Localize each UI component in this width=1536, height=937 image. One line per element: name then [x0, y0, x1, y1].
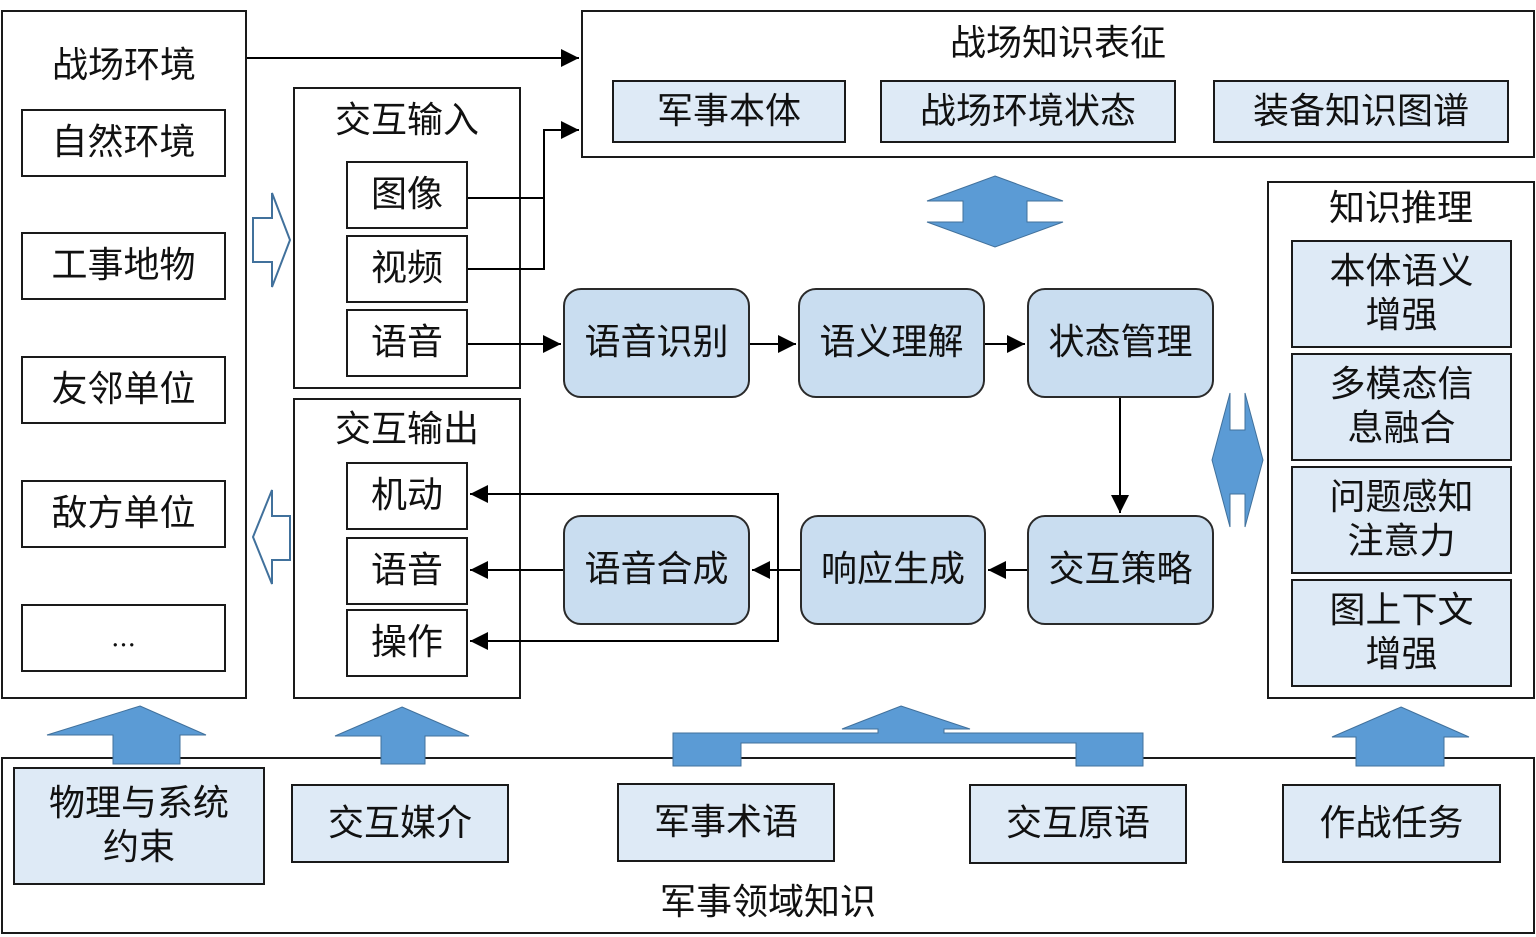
- outline-arrow-left-icon: [251, 489, 291, 585]
- battlefield-environment-title: 战场环境: [51, 45, 196, 86]
- env-item-fortifications: 工事地物: [21, 232, 226, 300]
- output-item-maneuver: 机动: [346, 462, 468, 530]
- domain-item-constraints: 物理与系统 约束: [13, 767, 265, 885]
- reasoning-item-question-attention: 问题感知 注意力: [1291, 466, 1512, 574]
- reasoning-item-multimodal-fusion: 多模态信 息融合: [1291, 353, 1512, 461]
- repr-item-military-ontology: 军事本体: [612, 80, 846, 143]
- interaction-input-title: 交互输入: [334, 100, 479, 141]
- domain-knowledge-title: 军事领域知识: [659, 882, 876, 923]
- up-arrow-output-icon: [334, 706, 470, 765]
- speech-recognition-node: 语音识别: [563, 288, 750, 398]
- double-arrow-horizontal-icon: [1211, 392, 1264, 528]
- output-item-speech: 语音: [346, 537, 468, 605]
- domain-item-interaction-primitives: 交互原语: [969, 784, 1187, 864]
- repr-item-battlefield-state: 战场环境状态: [880, 80, 1176, 143]
- up-arrow-env-icon: [46, 705, 207, 765]
- state-management-node: 状态管理: [1027, 288, 1214, 398]
- repr-item-equipment-kg: 装备知识图谱: [1213, 80, 1509, 143]
- env-item-enemy-units: 敌方单位: [21, 480, 226, 548]
- response-generation-node: 响应生成: [800, 515, 986, 625]
- output-item-operation: 操作: [346, 609, 468, 677]
- input-item-video: 视频: [346, 235, 468, 303]
- double-arrow-vertical-icon: [926, 175, 1064, 248]
- domain-item-combat-tasks: 作战任务: [1282, 784, 1501, 863]
- interaction-output-title: 交互输出: [334, 409, 479, 450]
- env-item-natural: 自然环境: [21, 109, 226, 177]
- speech-synthesis-node: 语音合成: [563, 515, 750, 625]
- knowledge-representation-title: 战场知识表征: [949, 23, 1166, 64]
- outline-arrow-right-icon: [252, 192, 292, 288]
- env-item-friendly-units: 友邻单位: [21, 356, 226, 424]
- semantic-understanding-node: 语义理解: [798, 288, 985, 398]
- domain-item-military-terms: 军事术语: [617, 783, 835, 862]
- interaction-strategy-node: 交互策略: [1027, 515, 1214, 625]
- input-item-image: 图像: [346, 161, 468, 229]
- reasoning-item-ontology-semantic: 本体语义 增强: [1291, 240, 1512, 348]
- reasoning-item-graph-context: 图上下文 增强: [1291, 579, 1512, 687]
- input-item-speech: 语音: [346, 309, 468, 377]
- env-item-more: ...: [21, 604, 226, 672]
- knowledge-reasoning-title: 知识推理: [1328, 188, 1473, 229]
- domain-item-interaction-media: 交互媒介: [291, 784, 509, 863]
